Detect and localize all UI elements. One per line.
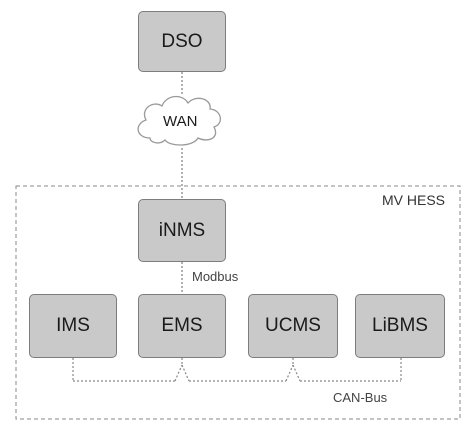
modbus-label: Modbus	[192, 269, 239, 284]
mv-hess-boundary	[15, 185, 461, 420]
wan-cloud-shape	[137, 95, 221, 146]
inms-node: iNMS	[138, 199, 226, 262]
wan-node-label: WAN	[163, 113, 198, 130]
canbus-label: CAN-Bus	[333, 390, 388, 405]
ems-node: EMS	[138, 294, 226, 358]
libms-node: LiBMS	[355, 294, 445, 358]
mv-hess-label: MV HESS	[382, 192, 446, 208]
ucms-node: UCMS	[248, 294, 338, 358]
dso-node: DSO	[138, 11, 226, 72]
canbus-lines	[72, 358, 402, 382]
ims-node: IMS	[29, 294, 117, 358]
